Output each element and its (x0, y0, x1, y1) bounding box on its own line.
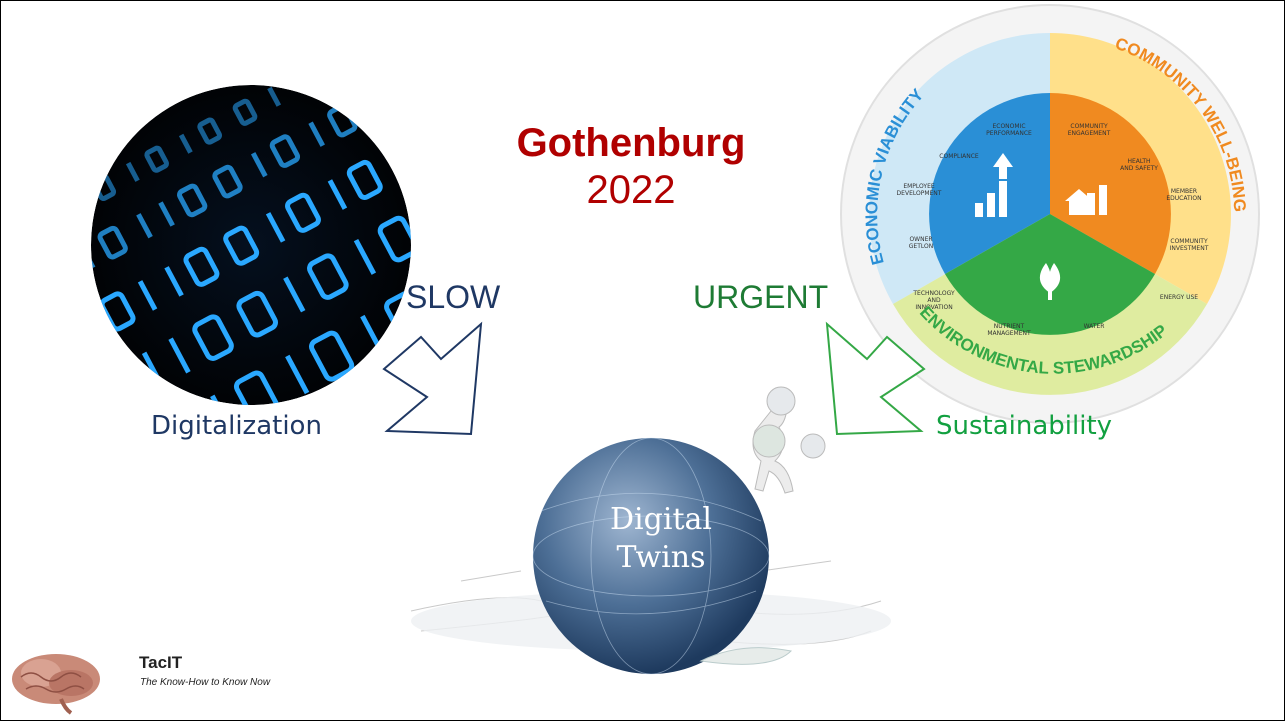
slide-title: Gothenburg 2022 (481, 119, 781, 213)
svg-text:AND: AND (927, 297, 941, 304)
svg-text:ECONOMIC: ECONOMIC (992, 123, 1025, 130)
svg-text:EMPLOYEE: EMPLOYEE (903, 183, 935, 190)
svg-text:INVESTMENT: INVESTMENT (1170, 245, 1209, 252)
svg-text:COMMUNITY: COMMUNITY (1070, 123, 1108, 130)
digitalization-caption: Digitalization (151, 411, 322, 441)
svg-text:ENGAGEMENT: ENGAGEMENT (1068, 130, 1111, 137)
digital-twins-image (410, 386, 891, 675)
svg-text:AND SAFETY: AND SAFETY (1120, 165, 1158, 172)
digital-twins-line2: Twins (616, 540, 706, 575)
svg-text:WATER: WATER (1084, 323, 1105, 330)
svg-text:PERFORMANCE: PERFORMANCE (986, 130, 1032, 137)
urgent-label: URGENT (693, 279, 829, 315)
digital-twins-line1: Digital (610, 502, 712, 537)
title-city: Gothenburg (516, 121, 746, 165)
svg-text:COMPLIANCE: COMPLIANCE (939, 153, 979, 160)
title-year: 2022 (586, 168, 676, 212)
arrow-down-left-icon (825, 321, 926, 436)
svg-text:TECHNOLOGY: TECHNOLOGY (912, 290, 955, 297)
arrow-down-right-icon (382, 321, 483, 436)
binary-code-image (91, 85, 411, 405)
slow-label: SLOW (406, 279, 501, 315)
sustainability-caption: Sustainability (936, 411, 1113, 441)
svg-text:HEALTH: HEALTH (1127, 158, 1150, 165)
svg-text:ENERGY USE: ENERGY USE (1160, 294, 1198, 301)
svg-text:OWNER: OWNER (909, 236, 932, 243)
digital-twins-label: Digital Twins (561, 501, 761, 577)
svg-text:DEVELOPMENT: DEVELOPMENT (897, 190, 942, 197)
tacit-logo-tagline: The Know-How to Know Now (140, 677, 271, 688)
svg-text:GETLON: GETLON (909, 243, 933, 250)
svg-text:EDUCATION: EDUCATION (1166, 195, 1201, 202)
svg-text:COMMUNITY: COMMUNITY (1170, 238, 1208, 245)
svg-text:INNOVATION: INNOVATION (915, 304, 952, 311)
svg-text:MEMBER: MEMBER (1171, 188, 1197, 195)
brain-logo-icon (12, 654, 100, 715)
tacit-logo-name: TacIT (139, 653, 183, 672)
svg-text:MANAGEMENT: MANAGEMENT (987, 330, 1031, 337)
svg-text:NUTRIENT: NUTRIENT (994, 323, 1025, 330)
